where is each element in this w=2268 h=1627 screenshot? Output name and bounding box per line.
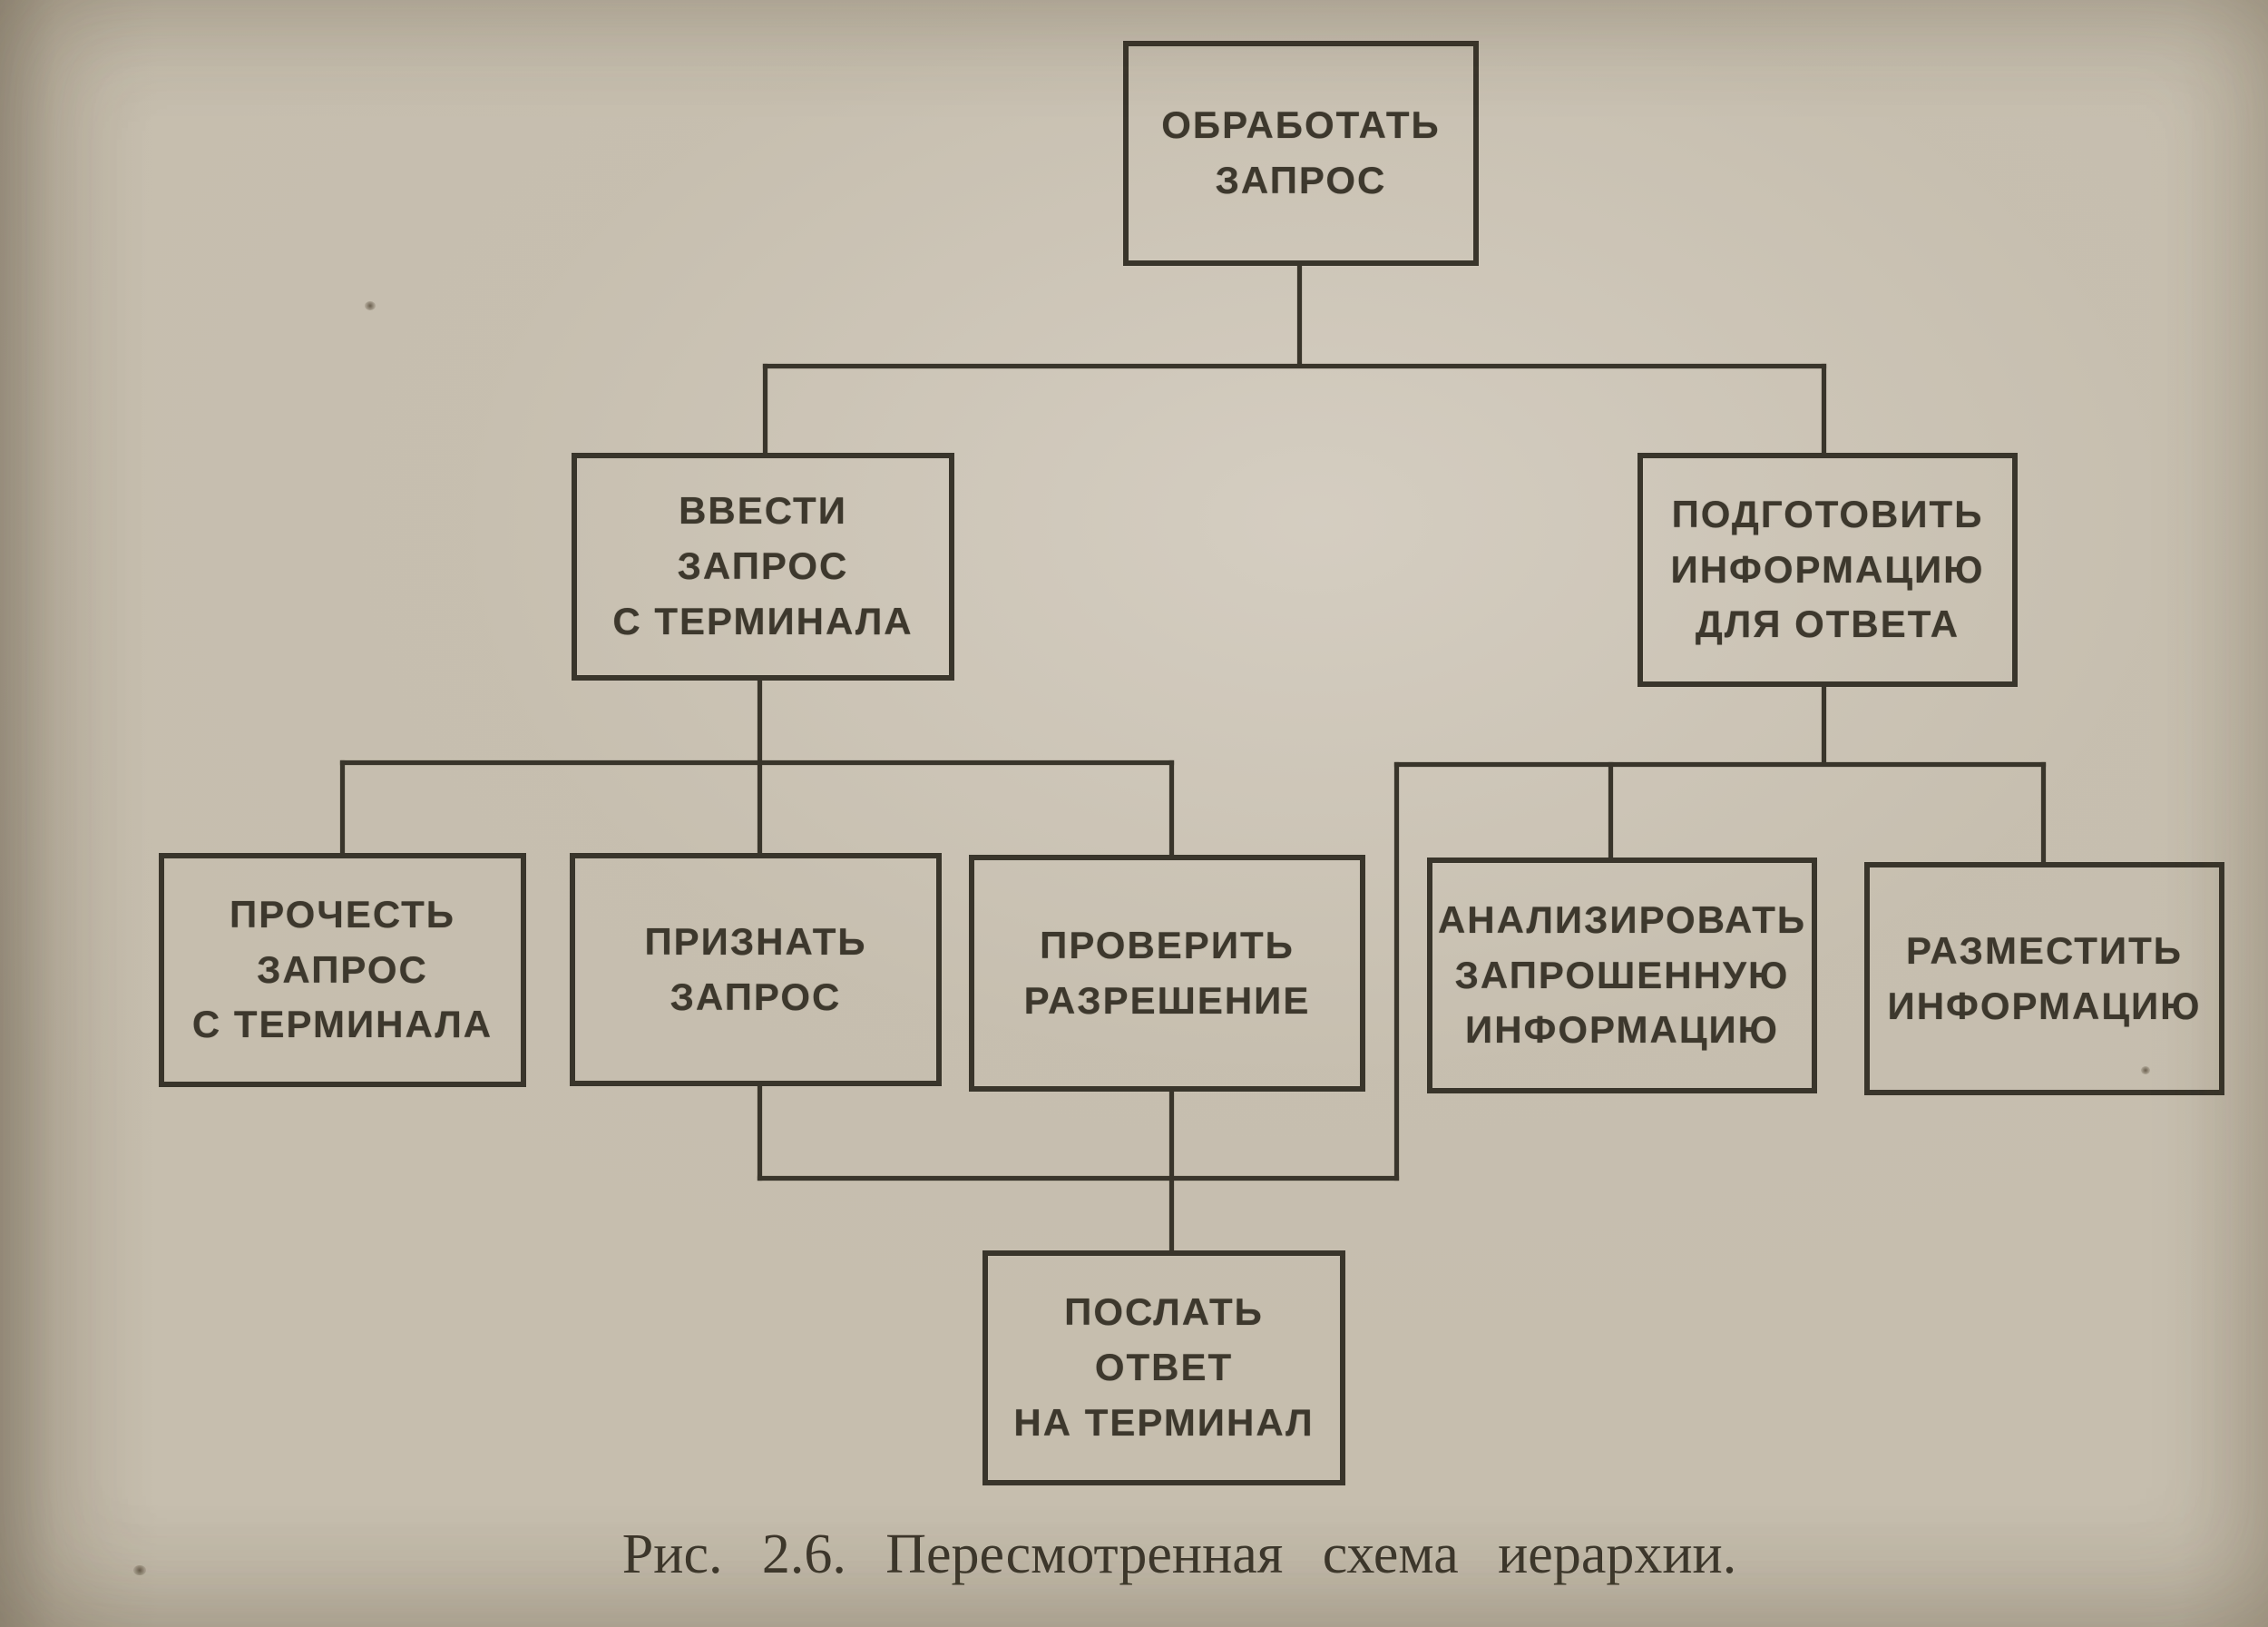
node-read-request-from-terminal: ПРОЧЕСТЬ ЗАПРОС С ТЕРМИНАЛА: [159, 853, 526, 1087]
node-label: ВВЕСТИ ЗАПРОС С ТЕРМИНАЛА: [612, 489, 914, 642]
edge-drop-to-place-info: [2041, 762, 2046, 864]
node-label: АНАЛИЗИРОВАТЬ ЗАПРОШЕННУЮ ИНФОРМАЦИЮ: [1437, 897, 1807, 1052]
edge-drop-to-input-request: [763, 364, 767, 455]
edge-drop-to-analyze-info: [1608, 762, 1613, 859]
edge-long-drop-from-prepare-info: [1394, 762, 1399, 1181]
node-place-info: РАЗМЕСТИТЬ ИНФОРМАЦИЮ: [1864, 862, 2224, 1095]
node-prepare-info-for-reply: ПОДГОТОВИТЬ ИНФОРМАЦИЮ ДЛЯ ОТВЕТА: [1637, 453, 2018, 687]
node-label: ПРОВЕРИТЬ РАЗРЕШЕНИЕ: [1023, 923, 1311, 1022]
node-label: ПРОЧЕСТЬ ЗАПРОС С ТЕРМИНАЛА: [191, 892, 494, 1046]
node-label: ПОСЛАТЬ ОТВЕТ НА ТЕРМИНАЛ: [1013, 1290, 1315, 1444]
edge-drop-to-read-request: [340, 760, 345, 855]
edge-check-authorization-stem-down: [1169, 1090, 1174, 1252]
paper-speck: [365, 301, 376, 310]
node-label: ПОДГОТОВИТЬ ИНФОРМАЦИЮ ДЛЯ ОТВЕТА: [1670, 492, 1985, 646]
edge-drop-to-check-authorization: [1169, 760, 1174, 857]
paper-speck: [133, 1565, 146, 1575]
node-send-reply-to-terminal: ПОСЛАТЬ ОТВЕТ НА ТЕРМИНАЛ: [982, 1250, 1345, 1485]
node-label: ОБРАБОТАТЬ ЗАПРОС: [1161, 103, 1441, 201]
edge-root-stem: [1297, 264, 1302, 368]
figure-caption: Рис. 2.6. Пересмотренная схема иерархии.: [621, 1524, 1737, 1585]
edge-collector-horizontal: [758, 1176, 1399, 1181]
edge-right-distribution-horizontal: [1394, 762, 2046, 767]
node-label: ПРИЗНАТЬ ЗАПРОС: [644, 919, 867, 1018]
edge-input-request-stem: [758, 679, 762, 855]
edge-root-horizontal: [763, 364, 1826, 368]
node-process-request: ОБРАБОТАТЬ ЗАПРОС: [1123, 41, 1479, 266]
node-label: РАЗМЕСТИТЬ ИНФОРМАЦИЮ: [1887, 928, 2202, 1027]
node-acknowledge-request: ПРИЗНАТЬ ЗАПРОС: [570, 853, 942, 1086]
node-analyze-requested-info: АНАЛИЗИРОВАТЬ ЗАПРОШЕННУЮ ИНФОРМАЦИЮ: [1427, 858, 1817, 1093]
edge-drop-to-prepare-info: [1822, 364, 1826, 455]
node-input-request-from-terminal: ВВЕСТИ ЗАПРОС С ТЕРМИНАЛА: [572, 453, 954, 681]
node-check-authorization: ПРОВЕРИТЬ РАЗРЕШЕНИЕ: [969, 855, 1365, 1092]
edge-prepare-info-stem: [1822, 685, 1826, 765]
edge-left-distribution-horizontal: [340, 760, 1174, 765]
edge-acknowledge-stem-down: [758, 1084, 762, 1181]
